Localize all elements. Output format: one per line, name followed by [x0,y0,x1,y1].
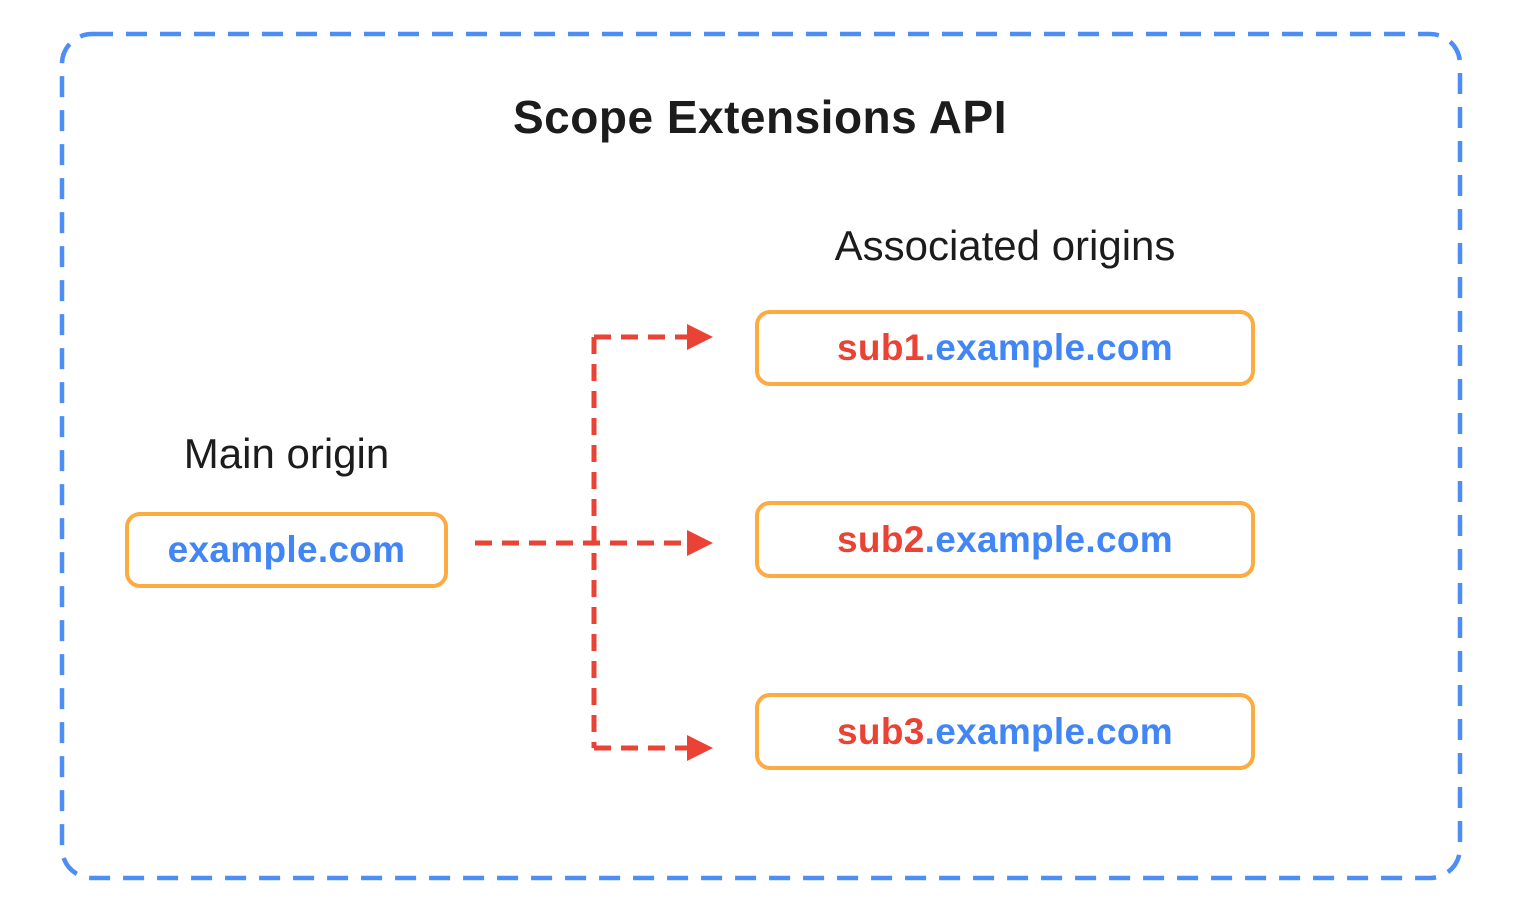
main-origin-label: Main origin [183,430,390,477]
main-origin-domain: example.com [167,529,406,570]
sub2-prefix: sub2 [837,518,925,560]
sub2-domain: sub2.example.com [837,519,1173,561]
sub3-prefix: sub3 [837,710,925,752]
outer-dashed-border [59,31,1463,881]
associated-origins-label: Associated origins [834,222,1176,269]
sub1-suffix: .example.com [924,327,1173,368]
diagram-title: Scope Extensions API [513,91,1007,143]
arrowhead-sub2-icon [687,530,713,556]
associated-origin-box-sub1: sub1.example.com [755,310,1255,386]
arrowhead-sub1-icon [687,324,713,350]
associated-origin-box-sub3: sub3.example.com [755,693,1255,770]
associated-origin-box-sub2: sub2.example.com [755,501,1255,578]
sub3-suffix: .example.com [924,710,1173,752]
sub1-prefix: sub1 [837,327,925,368]
main-origin-box: example.com [125,512,448,588]
sub1-domain: sub1.example.com [837,327,1173,369]
arrowhead-sub3-icon [687,735,713,761]
sub3-domain: sub3.example.com [837,711,1173,753]
sub2-suffix: .example.com [924,518,1173,560]
